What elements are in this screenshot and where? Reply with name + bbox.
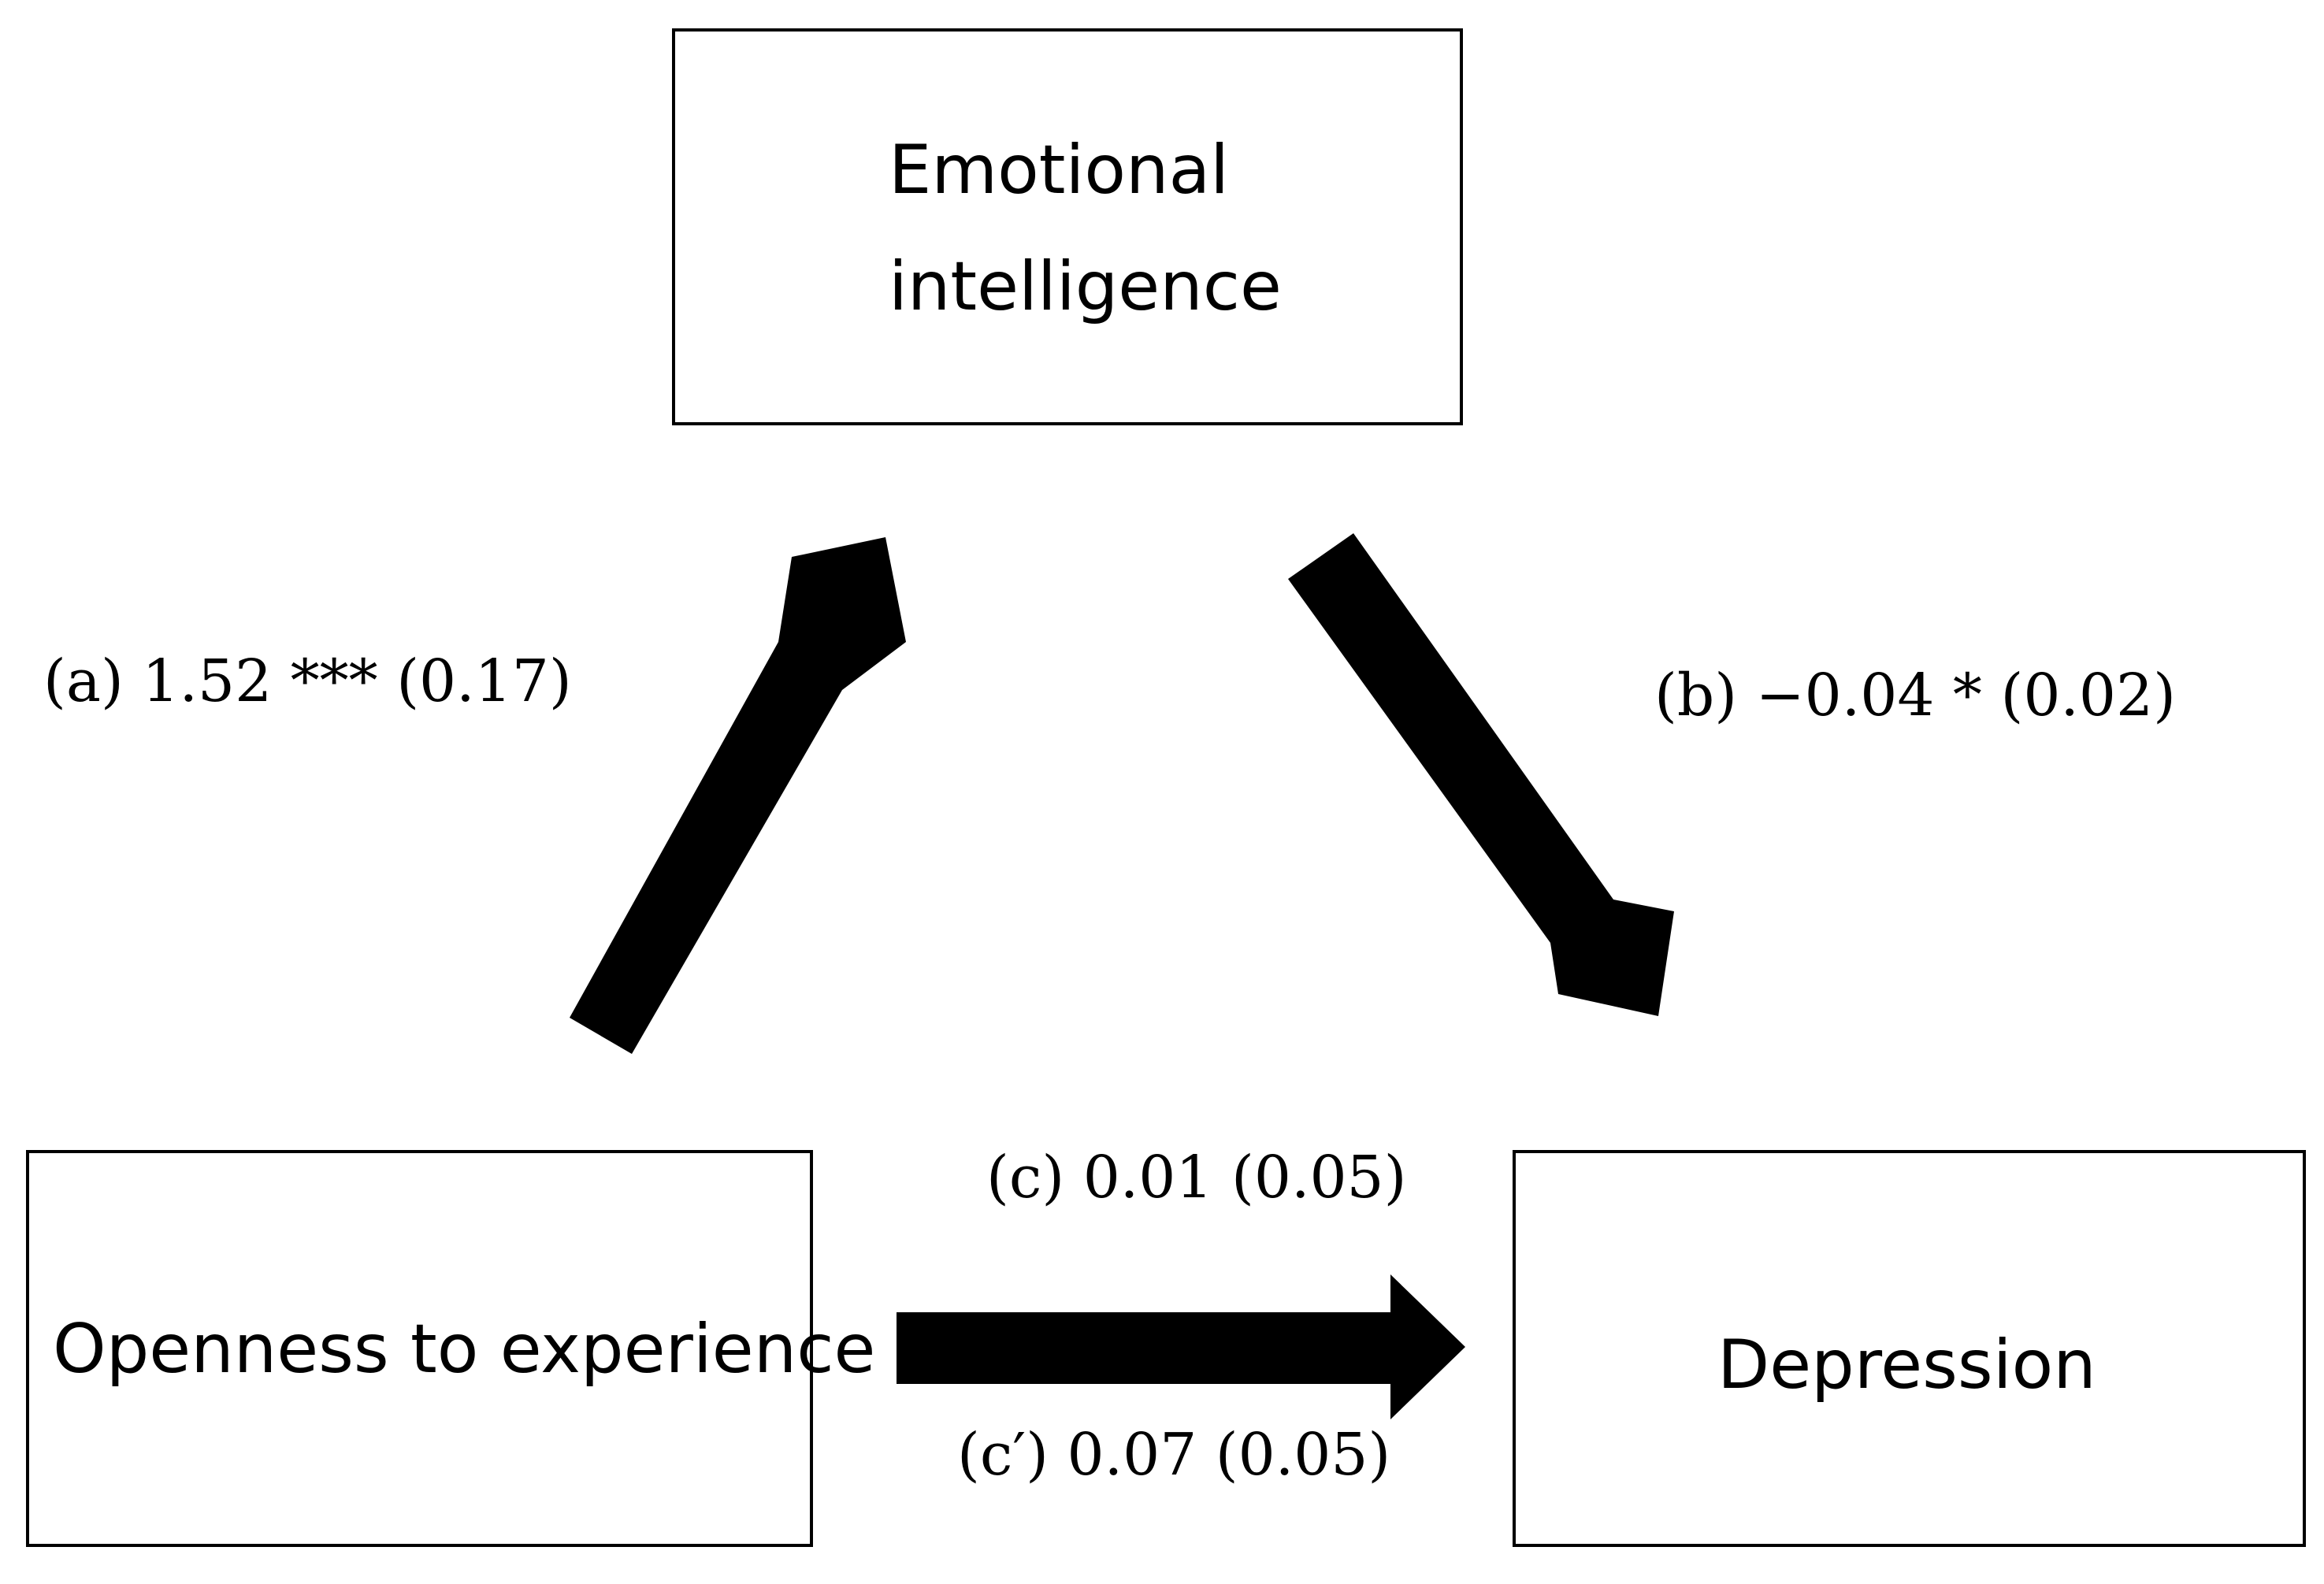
- path-b-arrow: [1288, 533, 1674, 1016]
- path-a-arrow: [570, 537, 906, 1054]
- path-b-label: (b) −0.04 * (0.02): [1654, 662, 2176, 729]
- path-c-label: (c) 0.01 (0.05): [986, 1144, 1407, 1211]
- path-c-prime-label: (c′) 0.07 (0.05): [957, 1421, 1390, 1489]
- path-c-arrow: [897, 1274, 1465, 1419]
- outcome-node: Depression: [1513, 1150, 2306, 1547]
- mediator-label-line1: Emotional: [889, 131, 1229, 210]
- predictor-label: Openness to experience: [53, 1310, 875, 1389]
- outcome-box: [1513, 1150, 2306, 1547]
- mediator-node: Emotional intelligence: [672, 28, 1463, 425]
- predictor-box: [26, 1150, 813, 1547]
- path-a-label: (a) 1.52 *** (0.17): [43, 647, 572, 715]
- mediator-label-line2: intelligence: [889, 247, 1282, 326]
- mediator-box: [672, 28, 1463, 425]
- outcome-label: Depression: [1717, 1326, 2096, 1404]
- predictor-node: Openness to experience: [26, 1150, 875, 1547]
